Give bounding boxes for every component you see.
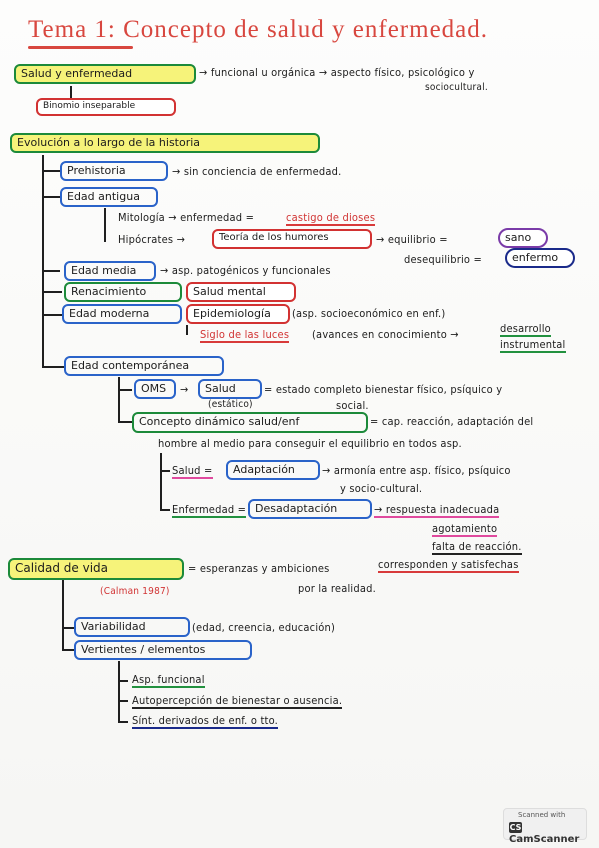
- teoria-humores-box: Teoría de los humores: [212, 229, 372, 249]
- enfermedad-text: Enfermedad =: [172, 503, 247, 518]
- moderna-box: Edad moderna: [62, 304, 182, 324]
- salud-enfermedad-box: Salud y enfermedad: [14, 64, 196, 84]
- calidad-vida-box: Calidad de vida: [8, 558, 184, 580]
- salud-mental-box: Salud mental: [186, 282, 296, 302]
- variabilidad-desc: (edad, creencia, educación): [192, 621, 336, 634]
- castigo-text: castigo de dioses: [286, 211, 376, 226]
- calidad-desc: = esperanzas y ambiciones: [188, 562, 330, 575]
- siglo-luces-text: Siglo de las luces: [200, 328, 290, 343]
- hipocrates-text: Hipócrates →: [118, 233, 186, 246]
- antigua-box: Edad antigua: [60, 187, 158, 207]
- branch: [160, 509, 170, 511]
- salud-oms-box: Salud: [198, 379, 262, 399]
- dinamico-desc: = cap. reacción, adaptación del: [370, 415, 534, 428]
- connector: [186, 325, 188, 335]
- siglo-desc: (avances en conocimiento →: [312, 328, 459, 341]
- scanned-with-text: Scanned with: [518, 811, 566, 819]
- branch: [62, 649, 74, 651]
- estatico-text: (estático): [208, 399, 253, 410]
- camscanner-watermark: Scanned with CSCamScanner: [503, 808, 587, 845]
- renacimiento-box: Renacimiento: [64, 282, 182, 302]
- mitologia-text: Mitología → enfermedad =: [118, 211, 255, 224]
- branch: [118, 389, 132, 391]
- agotamiento-text: agotamiento: [432, 522, 498, 537]
- media-box: Edad media: [64, 261, 156, 281]
- branch: [42, 196, 60, 198]
- calman-cite: (Calman 1987): [100, 586, 170, 597]
- branch: [118, 700, 128, 702]
- media-desc: → asp. patogénicos y funcionales: [160, 264, 331, 277]
- corresponden-text: corresponden y satisfechas: [378, 558, 519, 573]
- adaptacion-desc: → armonía entre asp. físico, psíquico: [322, 464, 511, 477]
- branch: [160, 470, 170, 472]
- title-underline: [28, 46, 133, 49]
- dinamico-box: Concepto dinámico salud/enf: [132, 412, 368, 433]
- asp-funcional-text: Asp. funcional: [132, 673, 205, 688]
- salud-enfermedad-desc: → funcional u orgánica → aspecto físico,…: [199, 66, 475, 79]
- branch: [42, 291, 62, 293]
- calidad-desc2: por la realidad.: [298, 582, 376, 595]
- adaptacion-desc2: y socio-cultural.: [340, 482, 423, 495]
- branch: [118, 421, 132, 423]
- dinamico-spine: [160, 453, 162, 510]
- page-title: Tema 1: Concepto de salud y enfermedad.: [28, 16, 489, 43]
- social-text: social.: [336, 399, 369, 412]
- sintomas-text: Sínt. derivados de enf. o tto.: [132, 714, 279, 729]
- oms-arrow: →: [180, 383, 189, 396]
- salud2-text: Salud =: [172, 464, 213, 479]
- epidemiologia-desc: (asp. socioeconómico en enf.): [292, 307, 446, 320]
- branch: [42, 366, 64, 368]
- autopercepcion-text: Autopercepción de bienestar o ausencia.: [132, 694, 343, 709]
- camscanner-logo-icon: CS: [509, 822, 522, 833]
- desadaptacion-box: Desadaptación: [248, 499, 372, 519]
- prehistoria-desc: → sin conciencia de enfermedad.: [172, 165, 342, 178]
- vertientes-spine: [118, 661, 120, 721]
- falta-reaccion-text: falta de reacción.: [432, 540, 522, 555]
- vertientes-box: Vertientes / elementos: [74, 640, 252, 660]
- prehistoria-box: Prehistoria: [60, 161, 168, 181]
- branch: [42, 314, 62, 316]
- variabilidad-box: Variabilidad: [74, 617, 190, 637]
- salud-enfermedad-cont: sociocultural.: [425, 82, 488, 93]
- branch: [118, 680, 128, 682]
- respuesta-text: → respuesta inadecuada: [374, 503, 500, 518]
- binomio-box: Binomio inseparable: [36, 98, 176, 116]
- branch: [62, 627, 74, 629]
- antigua-spine: [104, 208, 106, 242]
- dinamico-desc2: hombre al medio para conseguir el equili…: [158, 437, 462, 450]
- camscanner-text: CamScanner: [509, 833, 580, 845]
- evolucion-spine: [42, 155, 44, 367]
- equilibrio-text: → equilibrio =: [376, 233, 448, 246]
- desarrollo-text: desarrollo: [500, 322, 551, 337]
- branch: [42, 170, 60, 172]
- contemporanea-spine: [118, 377, 120, 422]
- branch: [118, 721, 128, 723]
- adaptacion-box: Adaptación: [226, 460, 320, 480]
- calidad-spine: [62, 580, 64, 650]
- sano-badge: sano: [498, 228, 548, 248]
- desequilibrio-text: desequilibrio =: [404, 253, 483, 266]
- epidemiologia-box: Epidemiología: [186, 304, 290, 324]
- connector: [70, 86, 72, 98]
- contemporanea-box: Edad contemporánea: [64, 356, 224, 376]
- instrumental-text: instrumental: [500, 338, 566, 353]
- oms-box: OMS: [134, 379, 176, 399]
- enfermo-badge: enfermo: [505, 248, 575, 268]
- evolucion-box: Evolución a lo largo de la historia: [10, 133, 320, 153]
- oms-desc: = estado completo bienestar físico, psíq…: [264, 383, 503, 396]
- branch: [42, 270, 60, 272]
